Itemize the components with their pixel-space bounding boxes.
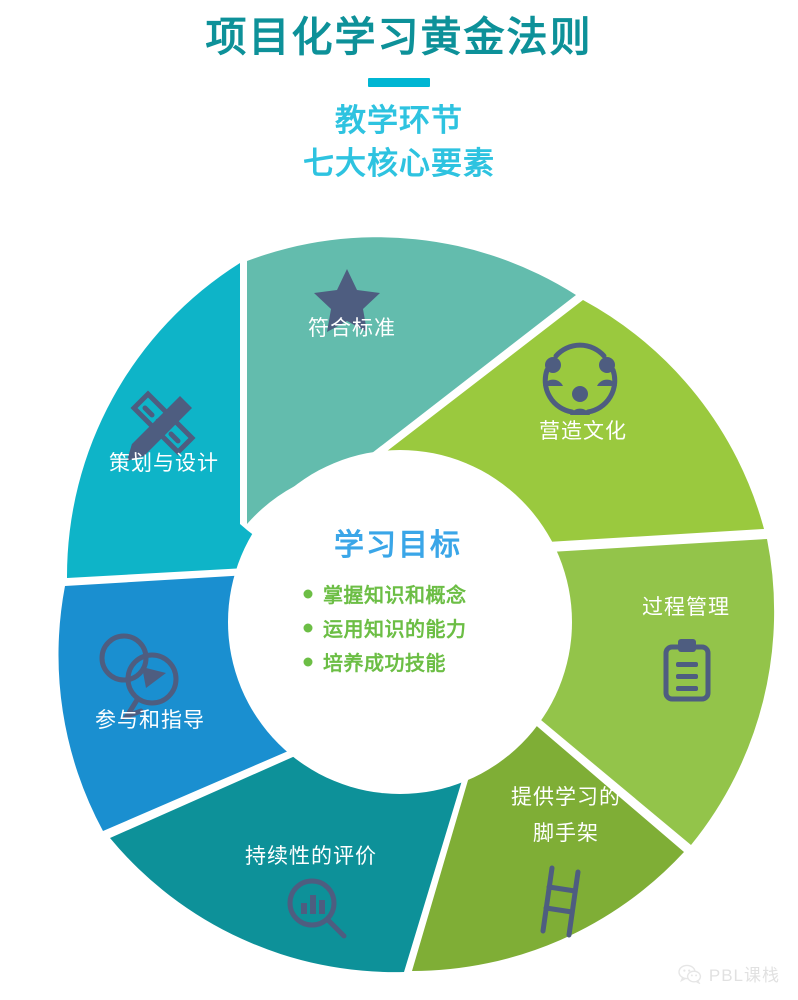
subtitle-line-2: 七大核心要素: [303, 145, 495, 181]
segment-label-scaffolding-line2: 脚手架: [533, 822, 599, 845]
star-icon: [314, 269, 380, 332]
ladder-icon: [540, 865, 581, 938]
watermark-label: PBL课栈: [708, 966, 780, 985]
wheel-segment-scaffolding[interactable]: 提供学习的 脚手架: [412, 722, 684, 971]
center-hub-circle: [228, 450, 572, 794]
segment-shape-scaffolding[interactable]: [412, 722, 684, 971]
header: 项目化学习黄金法则 教学环节 七大核心要素: [0, 0, 798, 186]
hub-bullet-3: 培养成功技能: [323, 651, 446, 675]
segment-label-culture: 营造文化: [539, 420, 627, 443]
segment-label-engagement: 参与和指导: [95, 709, 205, 732]
hub-bullet-dot-3: [303, 657, 313, 667]
speech-bubbles-icon: [99, 633, 179, 721]
pbl-wheel-diagram: 符合标准 营造文化 过程管理 提供学习的: [0, 222, 798, 982]
hub-bullet-dot-2: [303, 623, 313, 633]
center-hub: 学习目标 掌握知识和概念 运用知识的能力 培养成功技能: [228, 450, 572, 794]
wheel-segment-standards[interactable]: 符合标准: [247, 237, 576, 524]
segment-label-process: 过程管理: [642, 596, 730, 619]
pencil-ruler-icon: [127, 390, 196, 461]
wheel-segment-assessment[interactable]: 持续性的评价: [110, 741, 470, 973]
hub-title: 学习目标: [334, 528, 462, 562]
segment-shape-standards[interactable]: [247, 237, 576, 524]
page-title: 项目化学习黄金法则: [205, 14, 593, 60]
magnifier-chart-icon: [287, 878, 347, 939]
title-divider: [368, 78, 430, 88]
wheel-svg: 符合标准 营造文化 过程管理 提供学习的: [58, 237, 775, 973]
clipboard-icon: [663, 639, 711, 702]
watermark: PBL课栈: [678, 961, 780, 986]
hub-bullet-1: 掌握知识和概念: [323, 583, 467, 607]
segment-label-design: 策划与设计: [109, 452, 219, 475]
group-culture-icon: [542, 342, 618, 415]
segment-label-scaffolding-line1: 提供学习的: [511, 786, 621, 809]
segment-label-assessment: 持续性的评价: [245, 845, 377, 868]
segment-shape-design[interactable]: [66, 263, 318, 578]
segment-shape-assessment[interactable]: [110, 741, 470, 973]
wechat-icon: [678, 964, 701, 984]
wheel-segment-design[interactable]: 策划与设计: [66, 263, 318, 578]
segment-label-standards: 符合标准: [308, 317, 396, 340]
hub-bullet-dot-1: [303, 589, 313, 599]
hub-bullet-2: 运用知识的能力: [323, 617, 467, 641]
subtitle-line-1: 教学环节: [335, 103, 463, 139]
